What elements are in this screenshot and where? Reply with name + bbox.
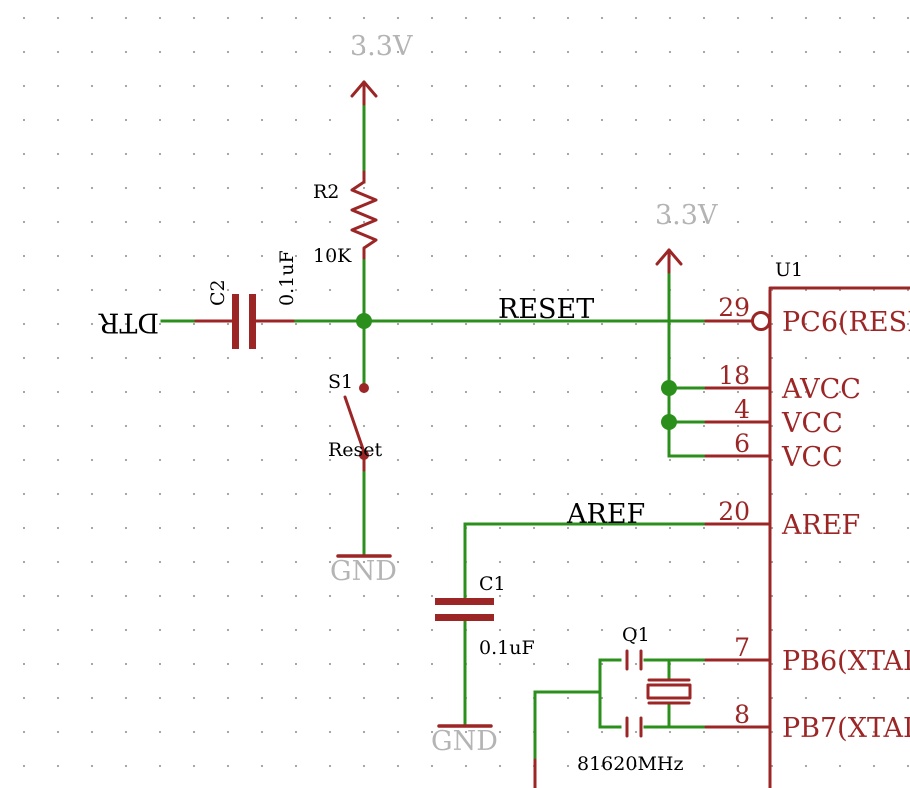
pin-name: PB6(XTAL1) [782,646,910,677]
c2-value-label: 0.1uF [276,250,298,306]
r2-value-label: 10K [313,245,352,267]
r2-ref-label: R2 [313,181,339,203]
junction-reset [356,313,372,329]
c1-plate-bottom [435,614,494,621]
supply-arrow-icon [655,248,683,274]
pin-number: 20 [718,497,750,526]
pin-number: 6 [734,429,750,458]
gnd-label-left: GND [330,556,397,587]
pin-number: 4 [734,395,750,424]
c1-plate-top [435,598,494,605]
pin-number: 7 [734,633,750,662]
pin-name: AVCC [781,374,861,405]
pin-name: PB7(XTAL2) [782,713,910,744]
c2-ref-label: C2 [207,279,229,306]
pin-number: 18 [718,361,750,390]
reset-inversion-circle [751,311,771,331]
pin-name: VCC [781,408,843,439]
pin-name: VCC [781,442,843,473]
supply-label-3v3-right: 3.3V [655,200,718,231]
crystal-q1-symbol[interactable] [625,649,692,738]
c1-ref-label: C1 [479,573,506,595]
junction-avcc [661,380,677,396]
resistor-r2-symbol[interactable] [350,170,378,260]
net-label-aref: AREF [566,499,645,530]
c2-plate-left [232,294,239,349]
switch-contact-top [359,383,369,393]
c2-plate-right [249,294,256,349]
c1-value-label: 0.1uF [479,637,535,659]
supply-arrow-icon [350,80,378,106]
supply-label-3v3-left: 3.3V [350,31,413,62]
net-label-dtr: DTR [98,307,159,338]
junction-vcc [661,414,677,430]
s1-value-label: Reset [328,439,383,461]
pin-name: PC6(RESET) [782,307,910,338]
q1-value-label: 81620MHz [577,753,683,775]
net-label-reset: RESET [498,294,594,325]
wire-vcc-bus[interactable] [667,270,708,458]
switch-contact-bottom [359,450,369,460]
s1-ref-label: S1 [328,371,353,393]
q1-ref-label: Q1 [622,624,650,646]
pin-name: AREF [781,510,860,541]
gnd-label-right: GND [431,726,498,757]
pin-number: 29 [718,293,750,322]
u1-ref-label: U1 [775,259,803,281]
pin-number: 8 [734,700,750,729]
